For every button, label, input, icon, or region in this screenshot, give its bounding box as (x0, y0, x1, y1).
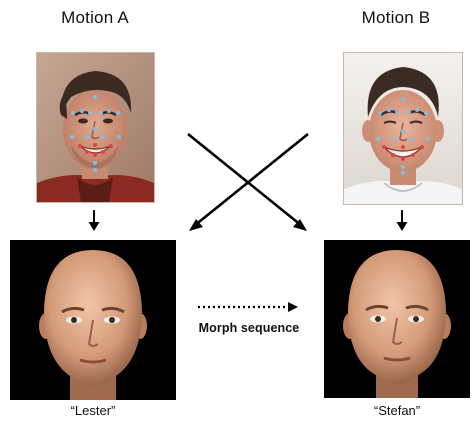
lester-avatar-render (10, 240, 176, 400)
motion-b-photo (344, 53, 462, 204)
morph-sequence-label: Morph sequence (198, 321, 300, 335)
stefan-caption: “Stefan” (373, 403, 421, 418)
down-arrow-icon (87, 210, 101, 232)
down-arrow-icon (395, 210, 409, 232)
motion-b-title: Motion B (361, 8, 431, 27)
motion-a-photo (37, 53, 154, 202)
motion-a-title: Motion A (61, 8, 129, 27)
cross-arrows-icon (180, 130, 316, 240)
lester-caption: “Lester” (70, 403, 116, 418)
dotted-arrow-icon (196, 301, 300, 313)
stefan-avatar-render (324, 240, 470, 398)
